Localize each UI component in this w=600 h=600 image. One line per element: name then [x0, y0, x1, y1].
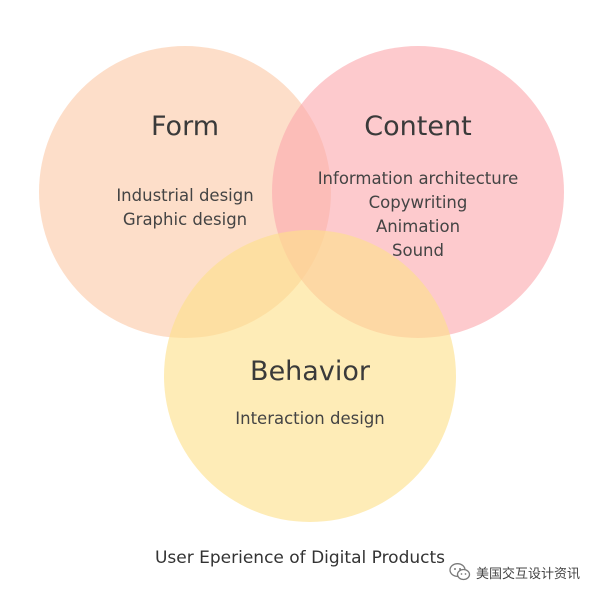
content-item: Animation — [376, 217, 460, 236]
watermark: 美国交互设计资讯 — [449, 562, 580, 582]
form-title: Form — [151, 111, 219, 142]
content-title: Content — [364, 111, 471, 142]
diagram-caption: User Eperience of Digital Products — [154, 548, 446, 568]
content-item: Information architecture — [318, 169, 519, 188]
wechat-icon — [449, 563, 471, 581]
content-item: Copywriting — [369, 193, 468, 212]
behavior-title: Behavior — [250, 356, 371, 387]
form-item: Graphic design — [123, 210, 247, 229]
watermark-text: 美国交互设计资讯 — [475, 566, 580, 582]
form-item: Industrial design — [116, 186, 253, 205]
behavior-item: Interaction design — [235, 409, 385, 428]
content-item: Sound — [392, 241, 444, 260]
behavior-circle — [164, 230, 456, 522]
